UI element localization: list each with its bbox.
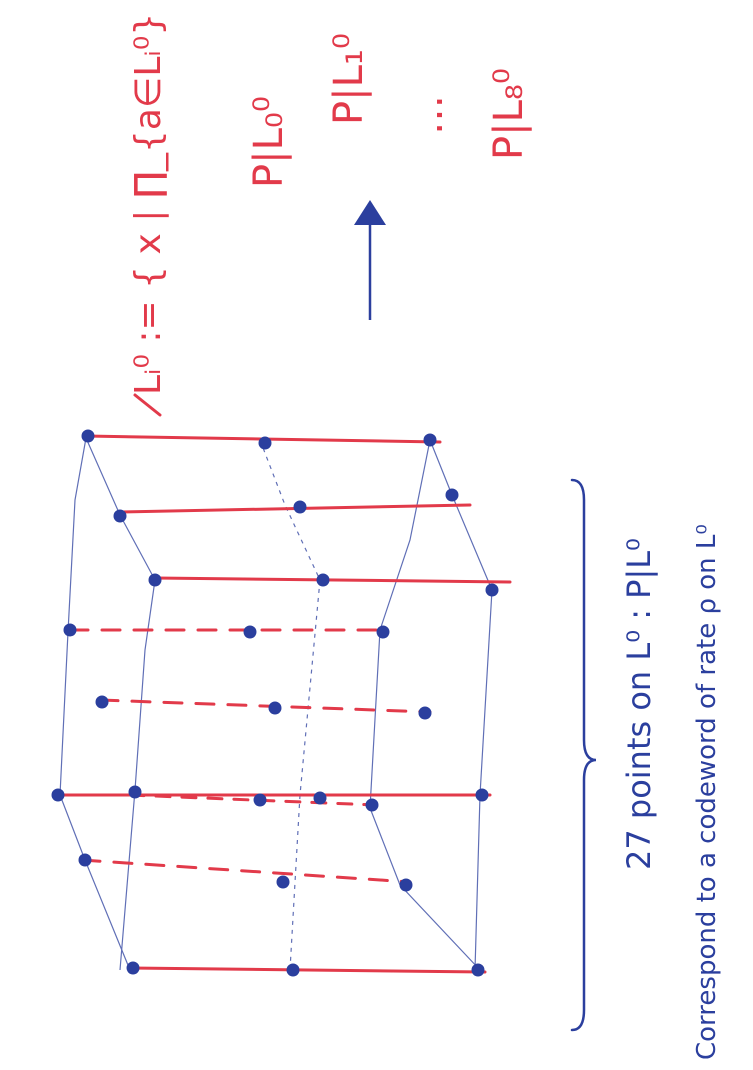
point xyxy=(51,788,65,802)
restriction-8: P|L₈⁰ xyxy=(486,68,532,160)
point xyxy=(286,963,300,977)
point xyxy=(399,878,413,892)
point xyxy=(126,961,140,975)
point xyxy=(313,791,327,805)
point xyxy=(113,509,127,523)
point xyxy=(418,706,432,720)
red-lines xyxy=(53,434,512,974)
point xyxy=(293,500,307,514)
restriction-1: P|L₁⁰ xyxy=(326,33,372,125)
restriction-0: P|L₀⁰ xyxy=(246,96,292,188)
point xyxy=(485,583,499,597)
point xyxy=(128,785,142,799)
note-line1: 27 points on L⁰ : P|L⁰ xyxy=(620,538,658,870)
note-line2: Correspond to a codeword of rate ρ on L⁰ xyxy=(692,524,722,1060)
point xyxy=(148,573,162,587)
point xyxy=(365,798,379,812)
point xyxy=(81,429,95,443)
point xyxy=(475,788,489,802)
formula-text: Lᵢ⁰ := { x | ∏_{a∈Lᵢ⁰} (x−a) = 0 } xyxy=(128,0,169,395)
arrow xyxy=(354,200,386,320)
point xyxy=(95,695,109,709)
point xyxy=(316,573,330,587)
point xyxy=(268,701,282,715)
restriction-ellipsis: … xyxy=(406,95,452,135)
brace xyxy=(570,478,597,1032)
point xyxy=(445,488,459,502)
point xyxy=(253,793,267,807)
point xyxy=(243,625,257,639)
cube-points xyxy=(51,429,499,977)
point xyxy=(471,963,485,977)
point xyxy=(63,623,77,637)
point xyxy=(376,625,390,639)
point xyxy=(258,436,272,450)
formula-pointer xyxy=(133,393,162,417)
point xyxy=(78,853,92,867)
point xyxy=(423,433,437,447)
point xyxy=(276,875,290,889)
